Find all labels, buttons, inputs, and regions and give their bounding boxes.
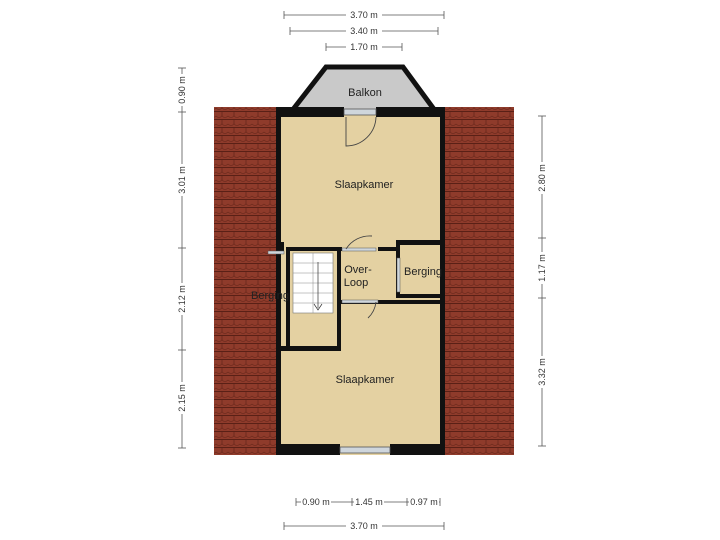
svg-text:3.32 m: 3.32 m xyxy=(537,358,547,386)
staircase-icon xyxy=(290,251,337,346)
dimension-left: 0.90 m 3.01 m 2.12 m 2.15 m xyxy=(176,67,188,449)
dimension-top-3: 1.70 m xyxy=(325,41,403,53)
label-berging-left: Berging xyxy=(251,290,289,302)
svg-text:1.17 m: 1.17 m xyxy=(537,254,547,282)
label-slaapkamer-top: Slaapkamer xyxy=(335,179,394,191)
window-bottom xyxy=(339,446,391,454)
walls xyxy=(276,107,445,455)
svg-text:0.97 m: 0.97 m xyxy=(410,497,438,507)
svg-text:1.70 m: 1.70 m xyxy=(350,42,378,52)
svg-text:3.40 m: 3.40 m xyxy=(350,26,378,36)
label-overloop-1: Over- xyxy=(344,264,372,276)
svg-text:2.15 m: 2.15 m xyxy=(177,384,187,412)
label-overloop-2: Loop xyxy=(344,277,368,289)
svg-text:0.90 m: 0.90 m xyxy=(177,76,187,104)
svg-text:2.12 m: 2.12 m xyxy=(177,285,187,313)
svg-text:2.80 m: 2.80 m xyxy=(537,164,547,192)
roof-left xyxy=(214,107,280,455)
svg-text:3.70 m: 3.70 m xyxy=(350,521,378,531)
svg-text:1.45 m: 1.45 m xyxy=(355,497,383,507)
dimension-right: 2.80 m 1.17 m 3.32 m xyxy=(536,115,548,447)
dimension-bottom-segments: 0.90 m 1.45 m 0.97 m xyxy=(295,496,441,508)
svg-text:3.01 m: 3.01 m xyxy=(177,166,187,194)
svg-text:0.90 m: 0.90 m xyxy=(302,497,330,507)
dimension-top-1: 3.70 m xyxy=(283,9,445,21)
door-overloop xyxy=(341,235,379,319)
label-slaapkamer-bottom: Slaapkamer xyxy=(336,374,395,386)
door-berging-left xyxy=(267,250,285,255)
dimension-bottom-total: 3.70 m xyxy=(283,520,445,532)
roof-right xyxy=(444,107,514,455)
dimension-top-2: 3.40 m xyxy=(289,25,439,37)
svg-text:3.70 m: 3.70 m xyxy=(350,10,378,20)
label-berging-right: Berging xyxy=(404,266,442,278)
door-berging-right xyxy=(396,257,401,293)
label-balkon: Balkon xyxy=(348,87,382,99)
window-top xyxy=(343,108,377,116)
door-swing-icon xyxy=(345,116,377,147)
